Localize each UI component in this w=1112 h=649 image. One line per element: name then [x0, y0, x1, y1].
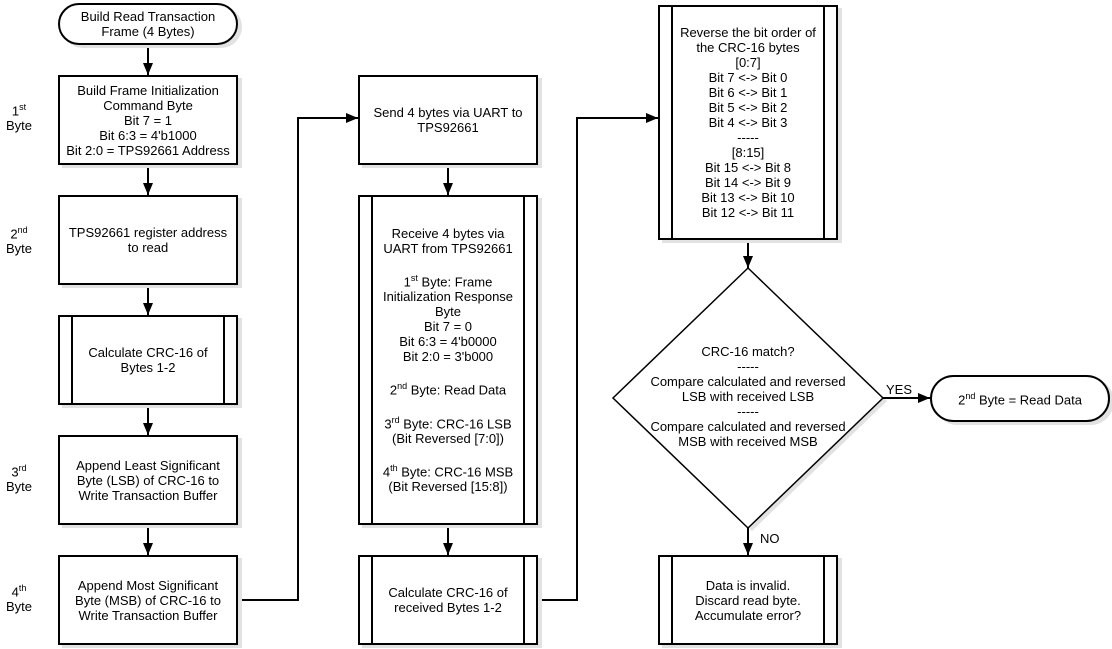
text-line: Build Read Transaction [80, 9, 216, 24]
text-line: Receive 4 bytes via [391, 225, 505, 241]
text-line: Write Transaction Buffer [78, 487, 218, 503]
text-line: Bit 6:3 = 4'b0000 [399, 334, 497, 350]
text-line: (Bit Reversed [15:8]) [388, 479, 508, 495]
text-line: [8:15] [731, 145, 765, 160]
byte-label-ordinal: 1st [11, 102, 27, 119]
text-line: Compare calculated and reversed [650, 419, 846, 434]
connector-msb-to-send [238, 113, 358, 601]
text-line: Reverse the bit order of [680, 25, 816, 40]
text-line: Data is invalid. [705, 577, 791, 593]
node-read-data-terminator: 2nd Byte = Read Data [930, 375, 1110, 422]
text-line: (Bit Reversed [7:0]) [392, 430, 504, 446]
decision-diamond [611, 266, 885, 530]
text-line: 3rd Byte: CRC-16 LSB [384, 414, 512, 431]
text-line: Bit 2:0 = 3'b000 [402, 349, 494, 365]
text-line: Bit 7 <-> Bit 0 [708, 70, 788, 85]
text-line: Bit 7 = 0 [423, 319, 473, 335]
byte-label-word: Byte [5, 118, 32, 134]
text-line: Byte [434, 304, 461, 320]
text-line: Byte (LSB) of CRC-16 to [76, 472, 220, 488]
text-line: 4th Byte: CRC-16 MSB [382, 462, 514, 480]
node-data-invalid: Data is invalid.Discard read byte.Accumu… [658, 555, 838, 645]
byte-label-word: Byte [5, 599, 32, 615]
label-byte-1: 1st Byte [0, 100, 38, 133]
text-line: MSB with received MSB [678, 434, 818, 449]
byte-label-ordinal: 3rd [11, 463, 27, 480]
text-line: Write Transaction Buffer [78, 607, 218, 623]
text-line: Command Byte [103, 97, 193, 113]
text-line: Append Least Significant [76, 457, 220, 473]
node-crc-match-decision: CRC-16 match?-----Compare calculated and… [618, 344, 878, 449]
text-line: Bit 13 <-> Bit 10 [701, 190, 795, 205]
label-no: NO [758, 531, 782, 546]
text-line: Compare calculated and reversed [650, 374, 846, 389]
text-line: CRC-16 match? [701, 344, 795, 359]
text-line: Bit 2:0 = TPS92661 Address [66, 142, 230, 158]
text-line: Byte (MSB) of CRC-16 to [75, 592, 221, 608]
text-line: Accumulate error? [694, 607, 802, 623]
text-line: Bit 5 <-> Bit 2 [708, 100, 788, 115]
text-line: 2nd Byte: Read Data [389, 381, 507, 398]
text-line: Calculate CRC-16 of [388, 585, 508, 600]
text-line: the CRC-16 bytes [696, 40, 800, 55]
byte-label-word: Byte [5, 479, 32, 495]
text-line: 2nd Byte = Read Data [958, 391, 1082, 408]
label-byte-2: 2nd Byte [0, 223, 38, 256]
text-line: Build Frame Initialization [77, 82, 219, 98]
text-line: Bit 7 = 1 [123, 112, 173, 128]
text-line: Bit 6:3 = 4'b1000 [99, 127, 197, 143]
label-yes: YES [884, 382, 915, 397]
text-line: Discard read byte. [695, 592, 801, 608]
byte-label-ordinal: 2nd [10, 225, 28, 242]
text-line: Bit 12 <-> Bit 11 [701, 205, 795, 220]
byte-label-ordinal: 4th [11, 583, 27, 600]
text-line: Bit 15 <-> Bit 8 [705, 160, 791, 175]
text-line: Calculate CRC-16 of [88, 345, 208, 360]
text-line: TPS92661 register address [68, 225, 228, 240]
text-line: Bit 4 <-> Bit 3 [708, 115, 788, 130]
connector-crc-to-reverse [538, 113, 658, 601]
text-line: received Bytes 1-2 [394, 600, 502, 615]
text-line: Bytes 1-2 [120, 360, 176, 375]
text-line: to read [127, 240, 169, 255]
text-line: Send 4 bytes via UART to [373, 105, 523, 120]
text-line: Frame (4 Bytes) [101, 24, 195, 39]
text-line: Append Most Significant [77, 577, 219, 593]
text-line: Initialization Response [382, 289, 514, 305]
text-line: LSB with received LSB [681, 389, 815, 404]
text-line: Bit 14 <-> Bit 9 [705, 175, 791, 190]
label-byte-4: 4th Byte [0, 581, 38, 614]
text-line: Bit 6 <-> Bit 1 [708, 85, 788, 100]
text-line: UART from TPS92661 [383, 240, 513, 256]
text-line: ----- [737, 130, 759, 145]
text-line: [0:7] [735, 55, 761, 70]
byte-label-word: Byte [5, 241, 32, 257]
text-line: 1st Byte: Frame [403, 272, 493, 290]
text-line: ----- [737, 404, 759, 419]
text-line: TPS92661 [417, 120, 479, 135]
text-line: ----- [737, 359, 759, 374]
label-byte-3: 3rd Byte [0, 461, 38, 494]
